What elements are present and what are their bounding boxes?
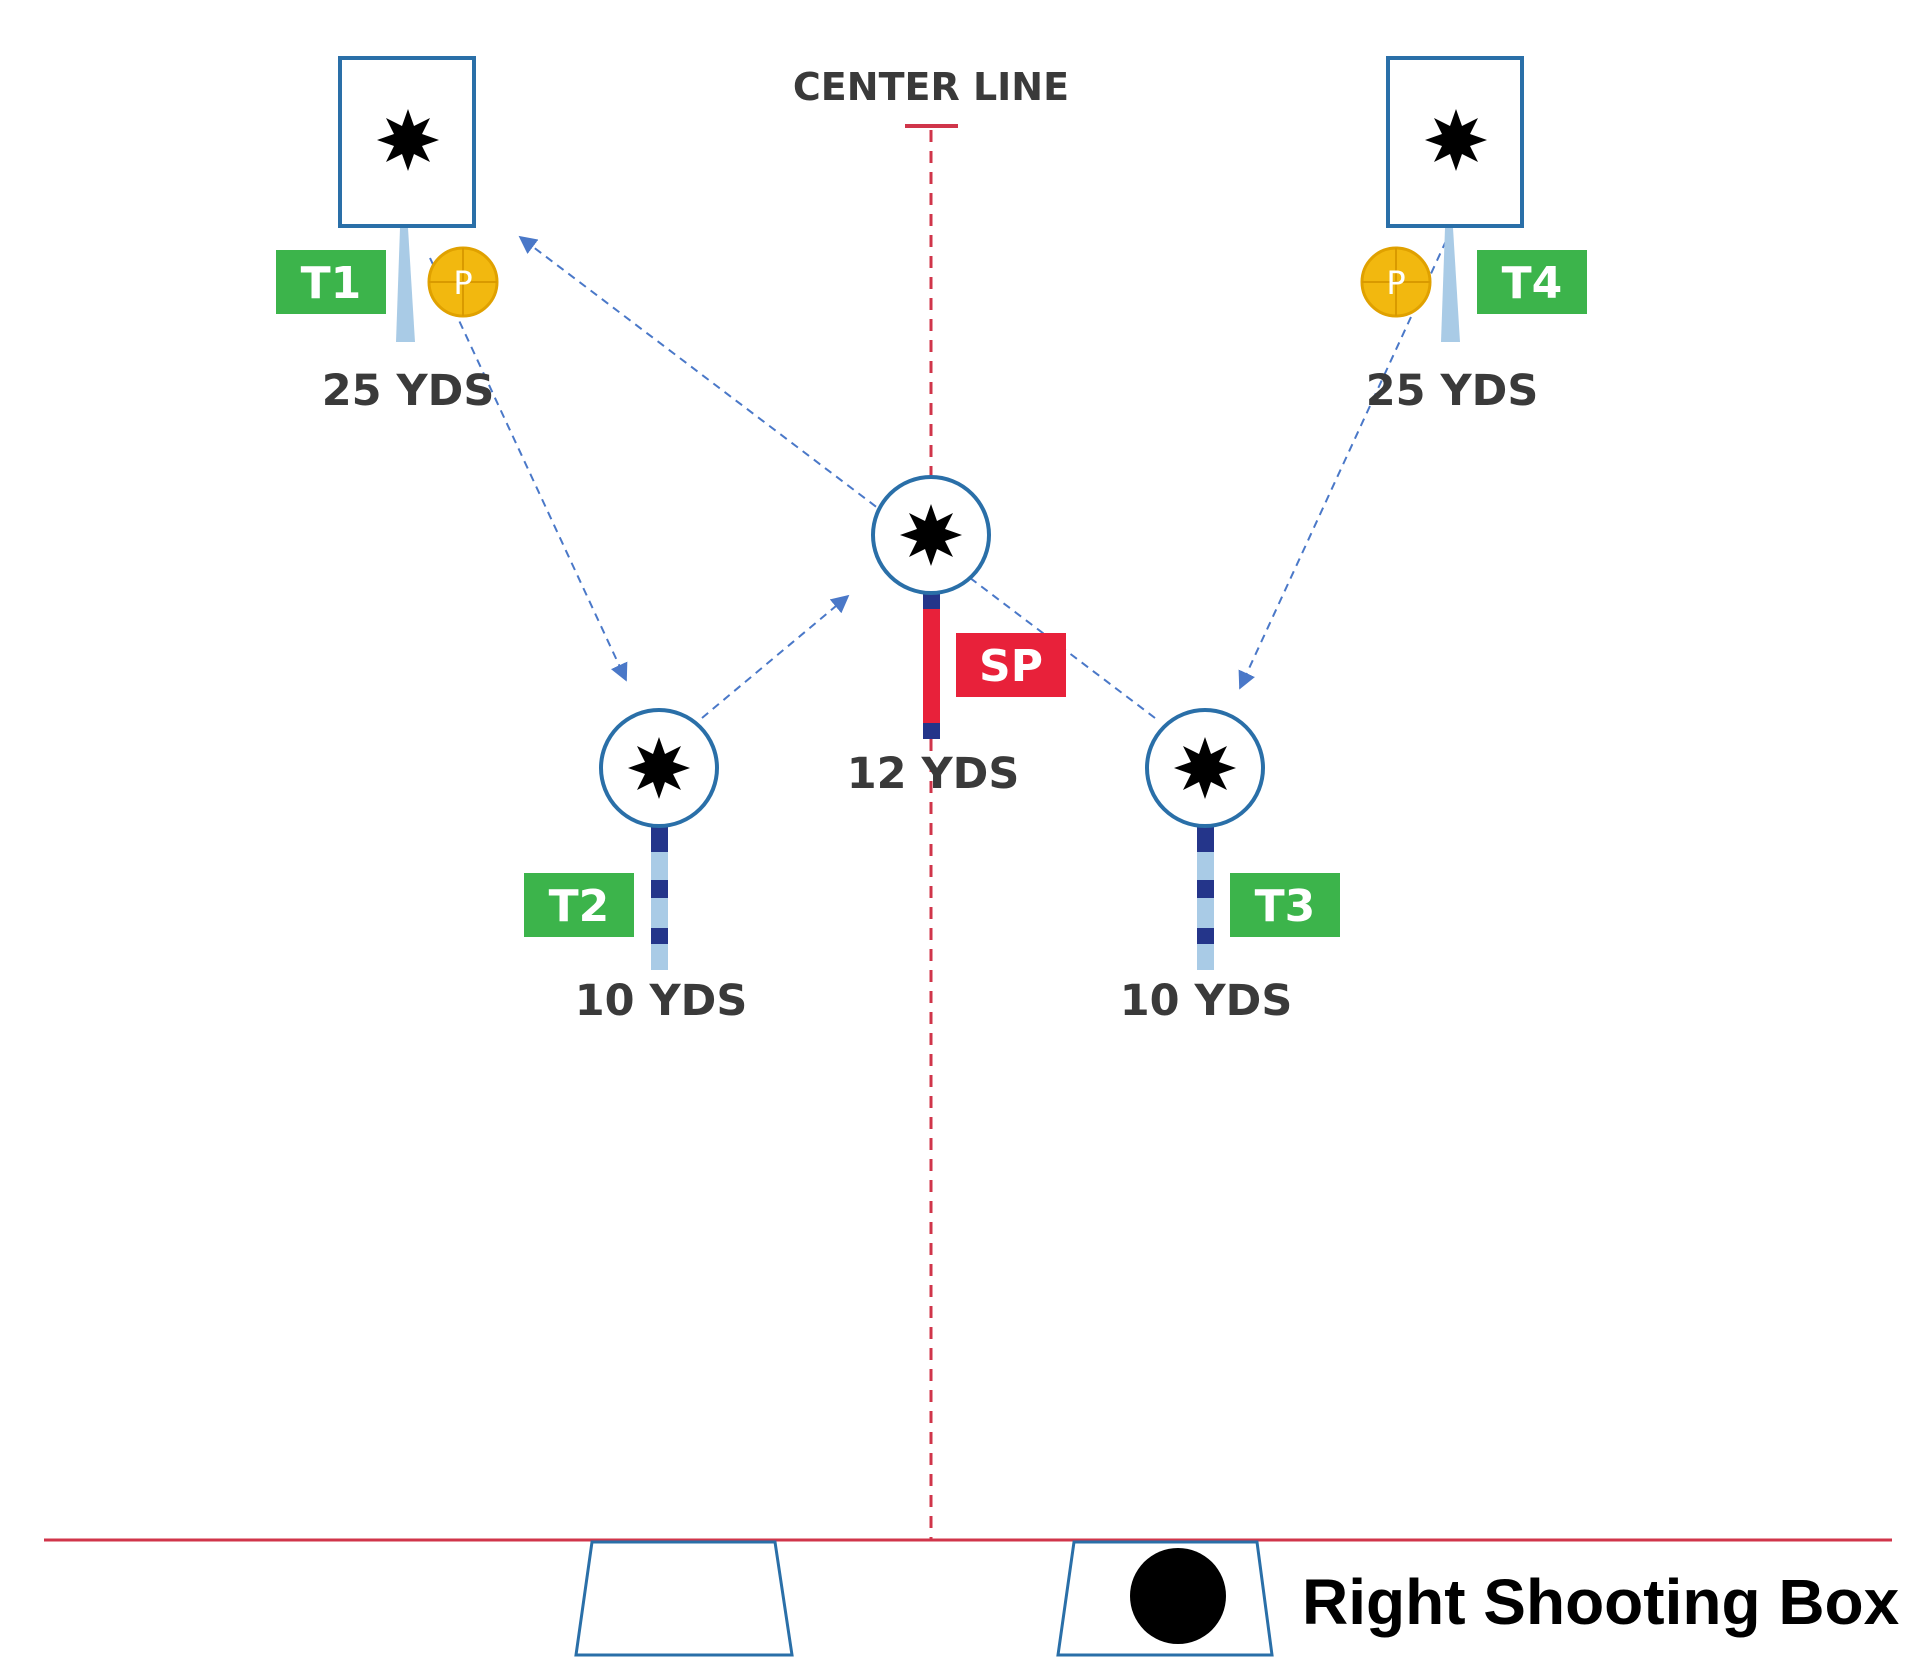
arrow-icon xyxy=(701,594,850,719)
target-distance: 10 YDS xyxy=(1120,976,1293,1026)
movement-path xyxy=(429,227,1453,719)
target-t2: T2 10 YDS xyxy=(524,708,748,1026)
target-tag-label: T2 xyxy=(549,881,610,932)
left-shooting-box xyxy=(574,1540,794,1657)
target-tag-label: T1 xyxy=(301,258,362,309)
star-burst-icon xyxy=(900,504,962,566)
arrow-icon xyxy=(429,257,628,682)
sp-tag-label: SP xyxy=(979,641,1043,692)
star-burst-icon xyxy=(1174,737,1236,799)
target-distance: 10 YDS xyxy=(575,976,748,1026)
star-burst-icon xyxy=(377,109,439,171)
shooter-dot-icon xyxy=(1130,1548,1226,1644)
target-t3: T3 10 YDS xyxy=(1120,708,1340,1026)
post-segment xyxy=(923,593,940,609)
sp-tag xyxy=(956,633,1066,697)
target-center: SP 12 YDS xyxy=(847,475,1066,799)
center-line-label: CENTER LINE xyxy=(793,65,1069,109)
target-distance: 25 YDS xyxy=(1366,366,1539,416)
target-post xyxy=(1441,228,1460,342)
target-tag xyxy=(1477,250,1587,314)
star-burst-icon xyxy=(628,737,690,799)
target-tag xyxy=(524,873,634,937)
target-t1: T1 P 25 YDS xyxy=(276,56,499,416)
popper-icon: P xyxy=(1360,246,1432,318)
target-t4: P T4 25 YDS xyxy=(1360,56,1587,416)
popper-label: P xyxy=(453,264,472,302)
sp-post xyxy=(923,609,940,723)
target-distance: 25 YDS xyxy=(322,366,495,416)
right-shooting-box-label: Right Shooting Box xyxy=(1302,1566,1900,1638)
target-tag-label: T3 xyxy=(1255,881,1316,932)
sp-distance: 12 YDS xyxy=(847,749,1020,799)
popper-icon: P xyxy=(427,246,499,318)
popper-label: P xyxy=(1386,264,1405,302)
target-tag-label: T4 xyxy=(1502,258,1563,309)
target-post xyxy=(396,228,415,342)
right-shooting-box xyxy=(1056,1540,1274,1657)
target-tag xyxy=(1230,873,1340,937)
post-segment xyxy=(923,723,940,739)
target-tag xyxy=(276,250,386,314)
center-line: CENTER LINE xyxy=(793,65,1069,1540)
star-burst-icon xyxy=(1425,109,1487,171)
